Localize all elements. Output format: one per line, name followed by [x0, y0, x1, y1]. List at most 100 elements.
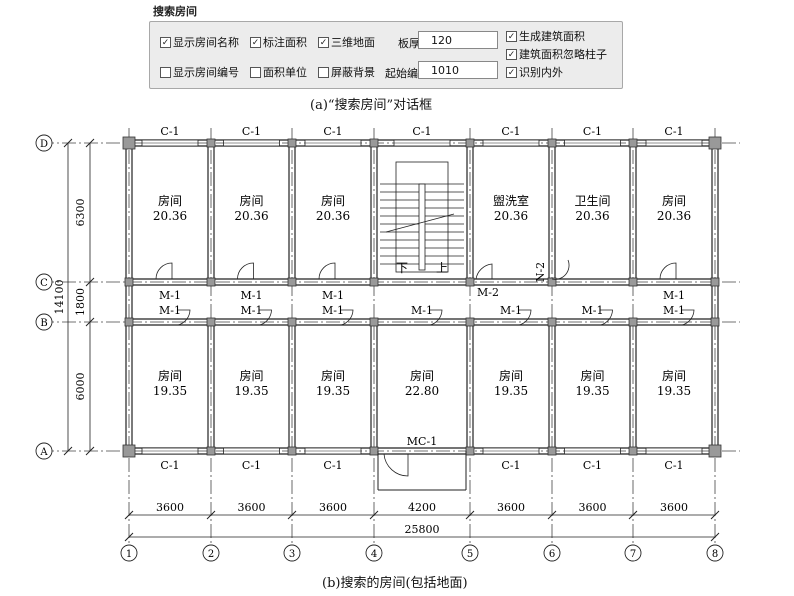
checkbox-check-icon: ✓ — [506, 66, 517, 78]
floor-3d-checkbox[interactable]: ✓三维地面 — [318, 36, 375, 49]
dim-text-x: 3600 — [579, 501, 607, 514]
room-area: 19.35 — [575, 384, 609, 398]
checkbox-check-icon: ✓ — [506, 48, 517, 60]
column — [369, 277, 379, 287]
axis-label-x: 2 — [208, 549, 214, 560]
window-label: C-1 — [323, 125, 342, 138]
room-name: 盥洗室 — [493, 193, 529, 208]
axis-bubble-x — [120, 544, 138, 562]
room-area: 20.36 — [494, 209, 528, 223]
caption-a: (a)“搜索房间”对话框 — [310, 98, 433, 113]
column — [287, 317, 297, 327]
dim-tick — [124, 510, 134, 520]
room-area: 19.35 — [494, 384, 528, 398]
door-swing — [551, 259, 570, 280]
caption-b: (b)搜索的房间(包括地面) — [322, 576, 468, 591]
window-label: C-1 — [583, 125, 602, 138]
window-label: C-1 — [242, 125, 261, 138]
checkbox-empty-icon — [160, 66, 171, 78]
room-area: 19.35 — [657, 384, 691, 398]
mark-area-checkbox[interactable]: ✓标注面积 — [250, 36, 307, 49]
room-name: 房间 — [580, 368, 604, 383]
room-area: 20.36 — [316, 209, 350, 223]
door-swing — [600, 309, 613, 326]
door-swing — [681, 309, 695, 326]
window-label: C-1 — [664, 125, 683, 138]
slab-thickness-input[interactable]: 120 — [418, 31, 498, 49]
dialog-body: ✓显示房间名称 ✓标注面积 ✓三维地面 板厚: 120 ✓生成建筑面积 显示房间… — [149, 21, 623, 89]
dim-tick — [85, 277, 95, 287]
dim-tick — [628, 510, 638, 520]
window-label: C-1 — [323, 459, 342, 472]
door-swing — [518, 309, 532, 326]
room-area: 20.36 — [234, 209, 268, 223]
dim-text-x: 4200 — [408, 501, 436, 514]
column — [628, 277, 638, 287]
column — [206, 446, 216, 456]
door-label: M-1 — [159, 289, 181, 302]
column — [206, 317, 216, 327]
door-swing — [177, 309, 191, 326]
room-area: 20.36 — [153, 209, 187, 223]
dim-text-y: 6000 — [74, 373, 87, 401]
column — [369, 446, 379, 456]
column — [206, 277, 216, 287]
axis-label-y: C — [40, 278, 48, 289]
axis-bubble-x — [706, 544, 724, 562]
window-label: C-1 — [412, 125, 431, 138]
checkbox-empty-icon — [318, 66, 329, 78]
axis-label-y: A — [39, 447, 48, 458]
axis-label-x: 4 — [371, 549, 377, 560]
column — [206, 138, 216, 148]
dialog-title: 搜索房间 — [153, 5, 197, 18]
slab-thickness-label: 板厚: — [398, 37, 424, 50]
axis-label-x: 7 — [630, 549, 636, 560]
column — [710, 317, 720, 327]
room-name: 房间 — [321, 368, 345, 383]
column — [287, 138, 297, 148]
column — [465, 317, 475, 327]
room-name: 房间 — [321, 193, 345, 208]
room-name: 房间 — [158, 193, 182, 208]
axis-bubble-y — [35, 273, 53, 291]
axis-bubble-x — [543, 544, 561, 562]
door-label: M-1 — [582, 304, 604, 317]
column — [628, 446, 638, 456]
column — [369, 317, 379, 327]
door-swing — [237, 262, 254, 280]
axis-label-x: 6 — [549, 549, 555, 560]
show-room-number-checkbox[interactable]: 显示房间编号 — [160, 64, 239, 80]
door-swing — [259, 309, 272, 326]
column — [287, 277, 297, 287]
stair-handrail — [418, 183, 426, 271]
window-label: C-1 — [242, 459, 261, 472]
show-room-name-checkbox[interactable]: ✓显示房间名称 — [160, 36, 239, 49]
door-swing — [383, 453, 409, 477]
ignore-columns-checkbox[interactable]: ✓建筑面积忽略柱子 — [506, 48, 607, 61]
dim-text-x: 3600 — [238, 501, 266, 514]
dim-tick — [369, 510, 379, 520]
dim-tick — [710, 510, 720, 520]
start-number-input[interactable]: 1010 — [418, 61, 498, 79]
dim-total-x: 25800 — [405, 523, 440, 536]
room-area: 19.35 — [316, 384, 350, 398]
axis-label-y: B — [40, 318, 47, 329]
column — [465, 446, 475, 456]
axis-bubble-x — [461, 544, 479, 562]
room-area: 22.80 — [405, 384, 439, 398]
gen-building-area-checkbox[interactable]: ✓生成建筑面积 — [506, 30, 585, 43]
window-label: C-1 — [583, 459, 602, 472]
mask-background-checkbox[interactable]: 屏蔽背景 — [318, 64, 375, 80]
door-label: M-1 — [159, 304, 181, 317]
column — [547, 446, 557, 456]
room-name: 房间 — [662, 368, 686, 383]
dim-text-x: 3600 — [319, 501, 347, 514]
room-name: 房间 — [499, 368, 523, 383]
column — [122, 136, 136, 150]
dim-total-y: 14100 — [53, 280, 66, 315]
window-label: C-1 — [501, 459, 520, 472]
dim-tick — [287, 510, 297, 520]
identify-inout-checkbox[interactable]: ✓识别内外 — [506, 66, 563, 79]
area-unit-checkbox[interactable]: 面积单位 — [250, 64, 307, 80]
